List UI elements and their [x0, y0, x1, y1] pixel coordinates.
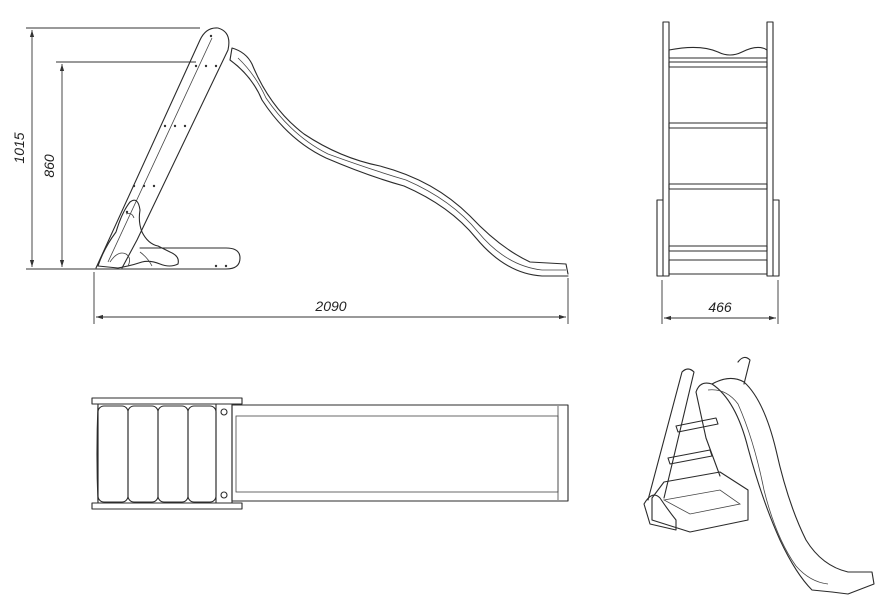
iso-chute-inner	[707, 389, 829, 585]
dim-total-height-label: 1015	[11, 132, 27, 163]
front-steps	[668, 61, 768, 252]
top-chute	[231, 404, 569, 502]
front-base	[668, 259, 768, 275]
front-side-panels	[656, 199, 780, 277]
slide-chute-top	[229, 47, 569, 275]
ladder-inner-edge	[107, 37, 213, 263]
iso-ladder-back	[737, 356, 751, 385]
front-left-rail	[662, 21, 670, 277]
bracket-detail	[109, 213, 153, 267]
slide-rail	[237, 57, 566, 271]
top-chute-inner	[235, 415, 559, 493]
iso-chute-right	[711, 377, 875, 595]
top-steps	[97, 405, 217, 503]
dim-width-label: 466	[708, 299, 732, 315]
iso-ladder-steps	[667, 417, 719, 465]
iso-chute-left	[695, 382, 833, 593]
dim-total-height: 1015	[11, 27, 200, 270]
dim-platform-height: 860	[41, 61, 196, 267]
ladder-frame	[95, 27, 230, 269]
iso-base	[651, 471, 749, 533]
side-view: 1015 860 2090	[11, 27, 569, 324]
top-platform	[215, 403, 233, 504]
iso-ladder-left	[647, 368, 695, 501]
dim-platform-height-label: 860	[41, 154, 57, 178]
top-rail-lower	[91, 502, 243, 510]
ladder-step-holes	[125, 34, 218, 214]
iso-bracket	[643, 494, 677, 531]
isometric-view	[643, 356, 875, 595]
dim-total-length: 2090	[93, 272, 569, 324]
top-view	[91, 397, 569, 510]
front-top-curve	[668, 46, 768, 59]
front-right-rail	[766, 21, 774, 277]
top-rail-upper	[91, 397, 243, 405]
base-foot	[91, 247, 241, 270]
slide-chute-bottom	[229, 59, 569, 277]
front-view: 466	[656, 21, 780, 324]
dim-width: 466	[661, 280, 779, 324]
dim-total-length-label: 2090	[314, 298, 346, 314]
